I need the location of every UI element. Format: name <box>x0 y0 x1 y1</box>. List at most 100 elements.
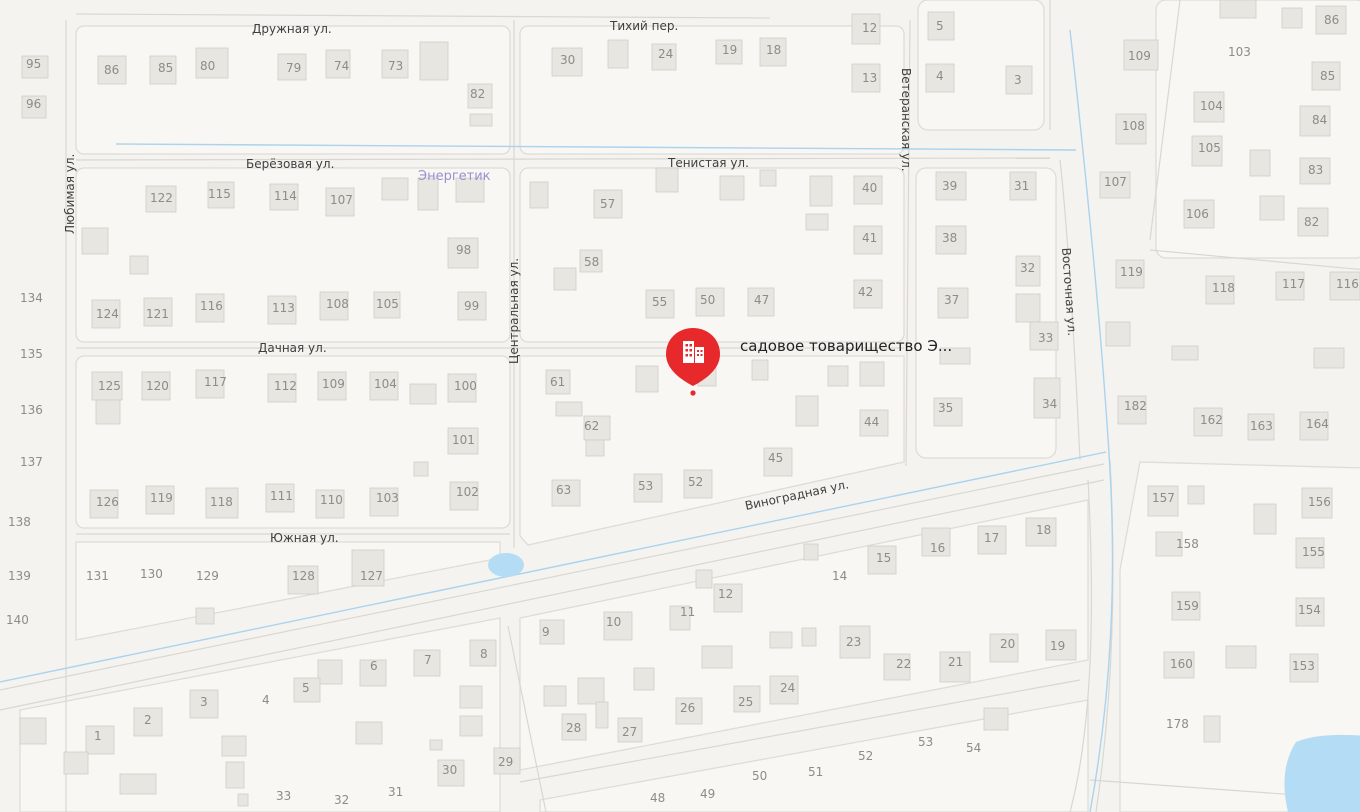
house-number: 163 <box>1250 419 1273 433</box>
house-number: 48 <box>650 791 665 805</box>
building <box>655 167 679 193</box>
house-number: 82 <box>1304 215 1319 229</box>
house-number: 118 <box>1212 281 1235 295</box>
house-number: 32 <box>334 793 349 807</box>
house-number: 136 <box>20 403 43 417</box>
house-number: 38 <box>942 231 957 245</box>
house-number: 22 <box>896 657 911 671</box>
house-number: 47 <box>754 293 769 307</box>
house-number: 20 <box>1000 637 1015 651</box>
building <box>747 287 775 317</box>
building <box>937 287 969 319</box>
house-number: 63 <box>556 483 571 497</box>
house-number: 178 <box>1166 717 1189 731</box>
building <box>1297 207 1329 237</box>
building <box>1295 537 1325 569</box>
building <box>1033 377 1061 419</box>
house-number: 85 <box>158 61 173 75</box>
house-number: 12 <box>718 587 733 601</box>
building <box>149 55 177 85</box>
house-number: 83 <box>1308 163 1323 177</box>
building <box>675 697 703 725</box>
building <box>459 715 483 737</box>
street-label-vostochnaya: Восточная ул. <box>1059 247 1079 336</box>
building <box>89 489 119 519</box>
poi-label[interactable]: садовое товарищество Э... <box>740 337 953 355</box>
house-number: 98 <box>456 243 471 257</box>
building <box>751 359 769 381</box>
house-number: 62 <box>584 419 599 433</box>
building <box>607 39 629 69</box>
house-number: 29 <box>498 755 513 769</box>
building <box>287 565 319 595</box>
building <box>539 619 565 645</box>
building <box>359 659 387 687</box>
house-number: 120 <box>146 379 169 393</box>
house-number: 45 <box>768 451 783 465</box>
building <box>839 625 871 659</box>
building <box>555 401 583 417</box>
building <box>1117 395 1147 425</box>
building <box>447 237 479 269</box>
building <box>315 489 345 519</box>
house-number: 40 <box>862 181 877 195</box>
house-number: 134 <box>20 291 43 305</box>
building <box>221 735 247 757</box>
building <box>803 543 819 561</box>
house-number: 140 <box>6 613 29 627</box>
building <box>373 291 401 319</box>
building <box>925 63 955 93</box>
house-number: 107 <box>330 193 353 207</box>
house-number: 125 <box>98 379 121 393</box>
building <box>1147 485 1179 517</box>
building <box>91 371 123 401</box>
building <box>1299 411 1329 441</box>
house-number: 135 <box>20 347 43 361</box>
building <box>853 279 883 309</box>
building <box>759 169 777 187</box>
building <box>119 773 157 795</box>
building <box>1311 61 1341 91</box>
building <box>269 183 299 211</box>
building <box>1301 487 1333 519</box>
building <box>645 289 675 319</box>
building <box>695 287 725 317</box>
house-number: 8 <box>480 647 488 661</box>
house-number: 157 <box>1152 491 1175 505</box>
house-number: 84 <box>1312 113 1327 127</box>
building <box>1205 275 1235 305</box>
building <box>413 461 429 477</box>
house-number: 112 <box>274 379 297 393</box>
building <box>369 371 399 401</box>
house-number: 126 <box>96 495 119 509</box>
street-label-veteranskaya: Ветеранская ул. <box>899 68 913 172</box>
house-number: 104 <box>1200 99 1223 113</box>
poi-pin[interactable] <box>664 324 722 396</box>
building <box>267 373 297 403</box>
house-number: 19 <box>1050 639 1065 653</box>
building <box>851 63 881 93</box>
building <box>205 487 239 519</box>
building <box>1203 715 1221 743</box>
building <box>467 83 493 109</box>
house-number: 102 <box>456 485 479 499</box>
house-number: 51 <box>808 765 823 779</box>
building <box>1187 485 1205 505</box>
street-label-tikhiy: Тихий пер. <box>609 19 678 33</box>
building <box>85 725 115 755</box>
house-number: 19 <box>722 43 737 57</box>
building <box>237 793 249 807</box>
building <box>1313 347 1345 369</box>
building <box>827 365 849 387</box>
building <box>1191 135 1223 167</box>
house-number: 96 <box>26 97 41 111</box>
building <box>21 95 47 119</box>
house-number: 53 <box>638 479 653 493</box>
house-number: 103 <box>1228 45 1251 59</box>
building <box>977 525 1007 555</box>
building <box>325 187 355 217</box>
house-number: 130 <box>140 567 163 581</box>
